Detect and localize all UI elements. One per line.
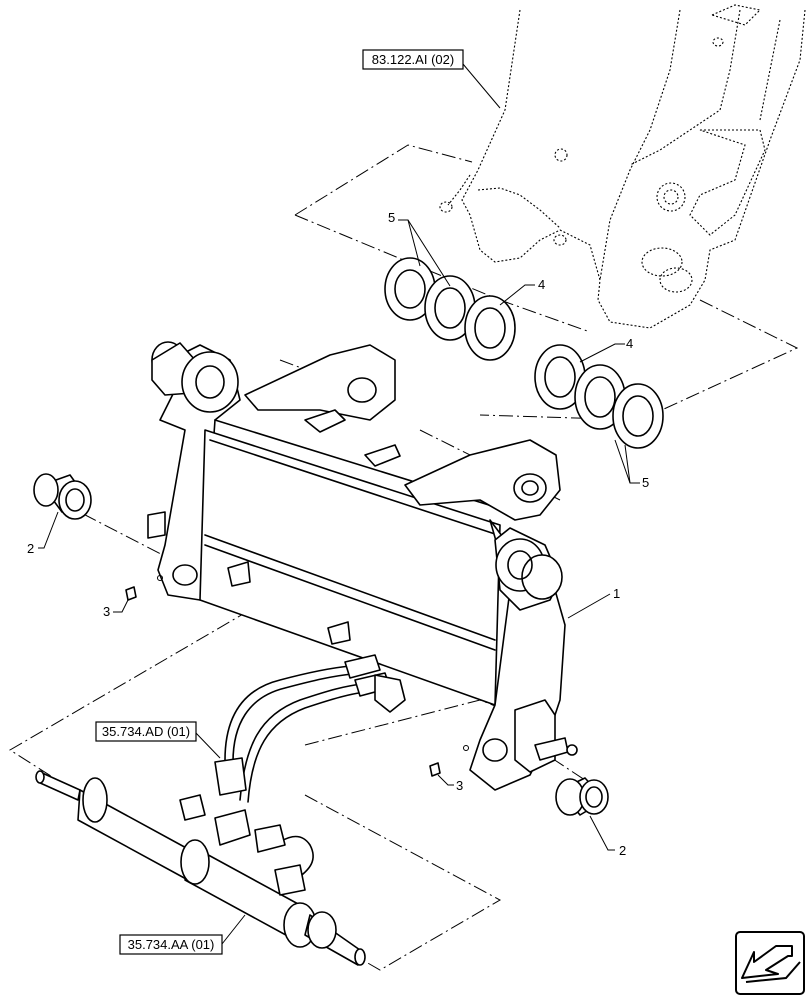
- bushing-right: [555, 777, 609, 816]
- ref-box-cylinder[interactable]: 35.734.AA (01): [119, 934, 223, 955]
- callout-1: 1: [613, 586, 620, 601]
- callout-3-left: 3: [103, 604, 110, 619]
- leader-lines: [38, 63, 640, 945]
- grease-fitting-right: [429, 762, 441, 777]
- callout-2-right: 2: [619, 843, 626, 858]
- svg-text:35.734.AD (01): 35.734.AD (01): [102, 724, 190, 739]
- spacer-stack-right: [534, 344, 664, 449]
- callout-3-right: 3: [456, 778, 463, 793]
- spacer-ring-d: [612, 383, 664, 449]
- callout-4-right: 4: [626, 336, 633, 351]
- callout-numbers: 1 2 2 3 3 4 4 5 5: [27, 210, 649, 858]
- ref-box-boom[interactable]: 83.122.AI (02): [362, 49, 464, 70]
- grease-fitting-left: [125, 586, 137, 601]
- boom-ghost: [439, 4, 806, 329]
- shim-ring-upper: [464, 295, 516, 361]
- svg-text:35.734.AA (01): 35.734.AA (01): [128, 937, 215, 952]
- bushing-left: [33, 473, 92, 520]
- shim-ring-right: [534, 344, 586, 410]
- arrow-bottom-left-icon[interactable]: [735, 931, 805, 995]
- ref-box-hoses[interactable]: 35.734.AD (01): [95, 721, 197, 742]
- spacer-ring-b: [424, 275, 476, 341]
- callout-5-upper: 5: [388, 210, 395, 225]
- callout-5-right: 5: [642, 475, 649, 490]
- coupler-frame: [147, 341, 578, 791]
- hydraulic-cylinder: [35, 770, 366, 966]
- hydraulic-hoses: [214, 654, 406, 881]
- spacer-stack-upper: [384, 257, 516, 361]
- callout-4-upper: 4: [538, 277, 545, 292]
- svg-text:83.122.AI (02): 83.122.AI (02): [372, 52, 454, 67]
- callout-2-left: 2: [27, 541, 34, 556]
